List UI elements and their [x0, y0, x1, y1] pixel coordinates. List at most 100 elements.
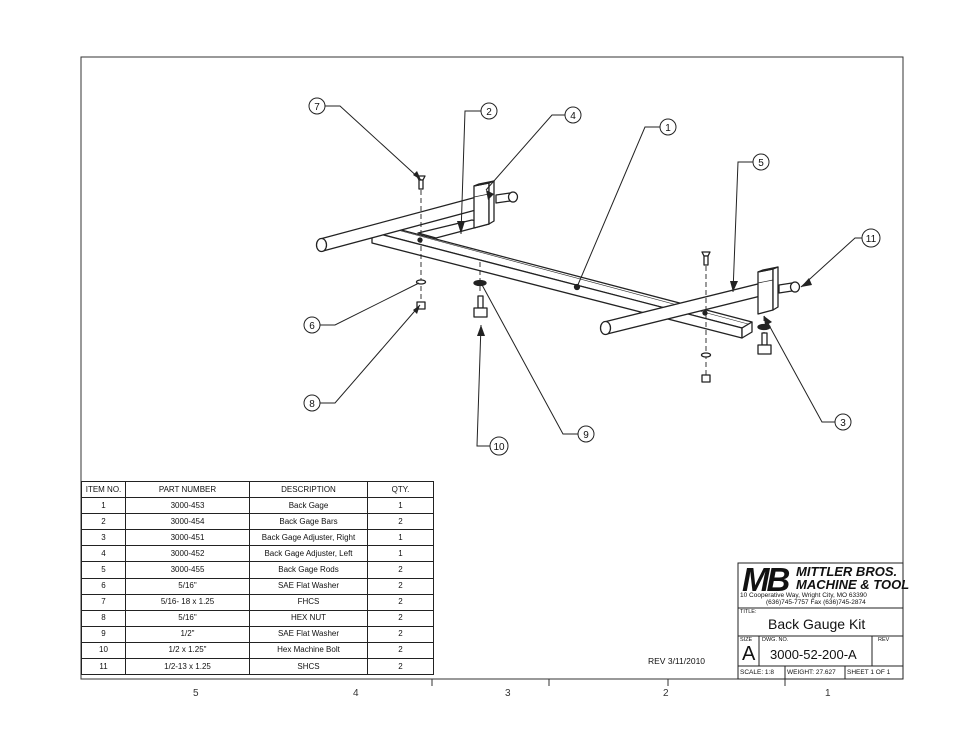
hex-bolts	[473, 295, 772, 355]
bom-item: 1	[81, 497, 126, 515]
balloon-9: 9	[577, 425, 595, 443]
weight: WEIGHT: 27.627	[787, 669, 836, 676]
assembly-drawing	[315, 175, 801, 383]
company-address: 10 Cooperative Way, Wright City, MO 6339…	[740, 592, 867, 599]
bom-desc: Back Gage	[249, 497, 368, 515]
balloon-2: 2	[480, 102, 498, 120]
zone-label-1: 1	[825, 688, 831, 699]
svg-text:2: 2	[486, 107, 492, 118]
svg-text:9: 9	[583, 430, 589, 441]
drawing-title: Back Gauge Kit	[768, 616, 866, 632]
revision-date: REV 3/11/2010	[648, 656, 706, 666]
hex-nuts	[416, 301, 711, 383]
balloon-3: 3	[834, 413, 852, 431]
bom-qty: 2	[367, 593, 434, 611]
bom-part: 5/16- 18 x 1.25	[125, 593, 250, 611]
size-label: SIZE	[740, 637, 753, 643]
bom-part: 1/2 x 1.25"	[125, 641, 250, 660]
bom-desc: SAE Flat Washer	[249, 625, 368, 643]
title-label: TITLE:	[740, 609, 757, 615]
scale: SCALE: 1:8	[740, 669, 774, 676]
sheet-number: SHEET 1 OF 1	[847, 669, 891, 676]
bom-qty: 2	[367, 561, 434, 579]
balloon-6: 6	[303, 316, 321, 334]
bom-item: 11	[81, 658, 126, 676]
svg-text:1: 1	[665, 123, 671, 134]
zone-label-5: 5	[193, 688, 199, 699]
leader-arrows	[413, 171, 812, 336]
bom-item: 7	[81, 593, 126, 611]
bom-part: 3000-454	[125, 513, 250, 531]
bom-desc: Back Gage Bars	[249, 513, 368, 531]
svg-text:6: 6	[309, 321, 315, 332]
bom-header-part: PART NUMBER	[125, 480, 250, 499]
balloon-4: 4	[564, 106, 582, 124]
dwg-no-label: DWG. NO.	[762, 637, 789, 643]
back-gage-beam	[371, 225, 753, 339]
bom-qty: 1	[367, 545, 434, 563]
bom-part: 3000-451	[125, 529, 250, 547]
bom-qty: 2	[367, 658, 434, 676]
bom-qty: 2	[367, 513, 434, 531]
adjuster-block-right	[757, 266, 779, 315]
bom-item: 3	[81, 529, 126, 547]
balloon-5: 5	[752, 153, 770, 171]
balloon-11: 11	[861, 228, 881, 248]
zone-label-3: 3	[505, 688, 511, 699]
bom-part: 5/16"	[125, 609, 250, 627]
bom-qty: 2	[367, 625, 434, 643]
bom-header-row: ITEM NO. PART NUMBER DESCRIPTION QTY.	[81, 480, 434, 499]
svg-text:10: 10	[493, 442, 505, 453]
bom-qty: 1	[367, 497, 434, 515]
bom-desc: SHCS	[249, 658, 368, 676]
balloon-8: 8	[303, 394, 321, 412]
bom-item: 9	[81, 625, 126, 643]
balloon-7: 7	[308, 97, 326, 115]
balloon-1: 1	[659, 118, 677, 136]
bom-part: 3000-455	[125, 561, 250, 579]
bom-part: 3000-453	[125, 497, 250, 515]
bom-desc: HEX NUT	[249, 609, 368, 627]
bom-desc: FHCS	[249, 593, 368, 611]
bom-header-qty: QTY.	[367, 480, 434, 499]
bom-part: 1/2-13 x 1.25	[125, 658, 250, 676]
zone-label-2: 2	[663, 688, 669, 699]
bom-desc: Back Gage Rods	[249, 561, 368, 579]
svg-text:5: 5	[758, 158, 764, 169]
rev-label: REV	[878, 637, 890, 643]
bom-item: 6	[81, 577, 126, 595]
bom-item: 5	[81, 561, 126, 579]
bom-qty: 2	[367, 641, 434, 660]
bom-desc: Back Gage Adjuster, Left	[249, 545, 368, 563]
company-name-line1: MITTLER BROS.	[796, 564, 898, 579]
adjuster-block-left	[473, 180, 495, 229]
bom-item: 8	[81, 609, 126, 627]
bom-item: 2	[81, 513, 126, 531]
bom-header-item: ITEM NO.	[81, 480, 126, 499]
company-name-line2: MACHINE & TOOL	[796, 577, 910, 592]
bom-part: 1/2"	[125, 625, 250, 643]
balloon-10: 10	[489, 436, 509, 456]
zone-label-4: 4	[353, 688, 359, 699]
bom-desc: Hex Machine Bolt	[249, 641, 368, 660]
bom-qty: 1	[367, 529, 434, 547]
svg-text:8: 8	[309, 399, 315, 410]
bom-item: 10	[81, 641, 126, 660]
svg-text:11: 11	[866, 234, 877, 245]
shcs-screws	[495, 191, 801, 294]
sheet-size: A	[742, 643, 756, 665]
drawing-number: 3000-52-200-A	[770, 647, 857, 662]
item-balloons: 1 2 3 4 5 6 7 8 9 10 11	[303, 97, 881, 456]
company-phone: (636)745-7757 Fax (636)745-2874	[766, 599, 866, 606]
leader-lines	[320, 105, 862, 447]
